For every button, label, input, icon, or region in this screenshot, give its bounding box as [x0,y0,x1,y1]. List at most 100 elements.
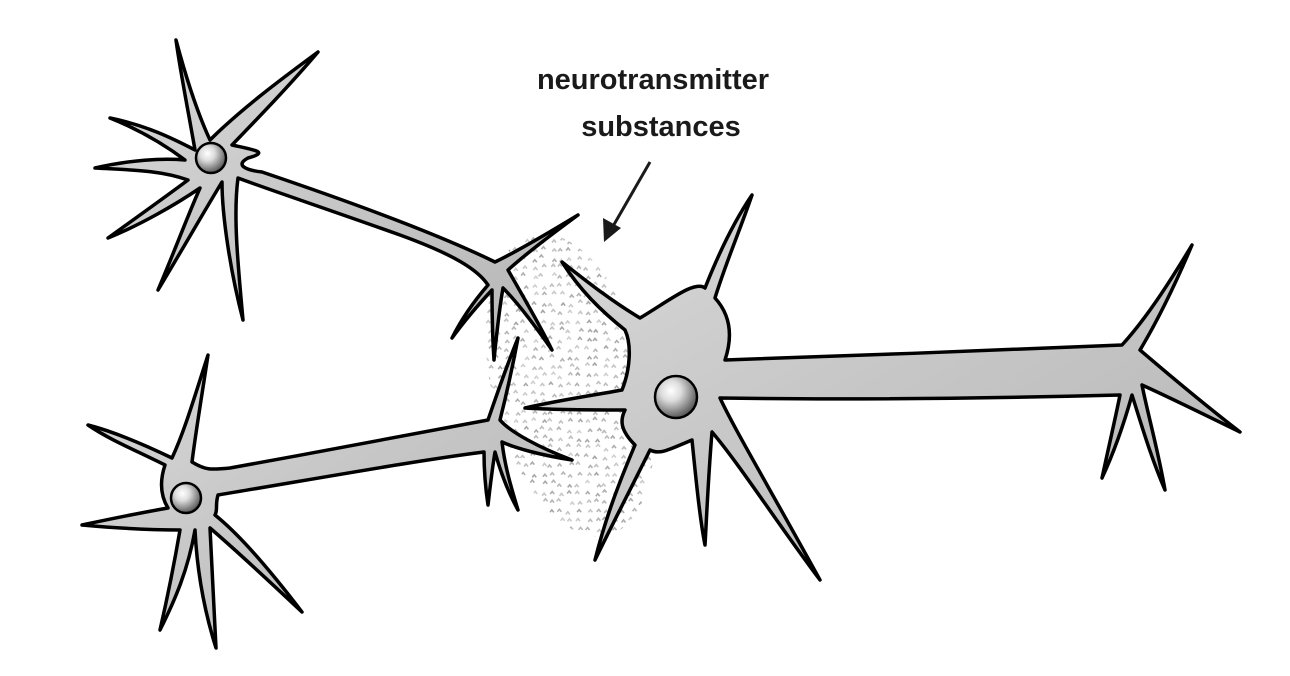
neurotransmitter-dot [532,409,538,414]
neurotransmitter-dot [595,380,602,385]
neurotransmitter-dot [568,434,574,440]
neurotransmitter-dot [639,479,645,484]
neurotransmitter-dot [596,528,602,533]
neurotransmitter-dot [539,227,545,232]
neurotransmitter-dot [648,492,654,497]
neurotransmitter-dot [658,499,664,505]
neurotransmitter-dot [550,321,556,326]
neurotransmitter-dot [610,291,616,296]
neurotransmitter-dot [548,381,554,386]
neurotransmitter-dot [533,526,539,532]
neurotransmitter-dot [574,366,580,371]
neurotransmitter-dot [479,329,485,335]
neurotransmitter-dot [610,255,616,260]
neurotransmitter-dot [557,247,563,252]
neurotransmitter-dot [493,215,499,218]
neurotransmitter-dot [587,427,593,433]
neurotransmitter-dot [575,517,581,522]
neurotransmitter-dot [632,276,638,281]
neurotransmitter-dot [654,290,661,296]
neurotransmitter-dot [549,471,555,476]
neurotransmitter-dot [538,356,545,361]
neurotransmitter-dot [479,489,485,494]
neurotransmitter-dot [476,228,482,233]
neurotransmitter-dot [568,525,574,531]
neurotransmitter-dot [613,384,620,389]
neurotransmitter-dot [531,366,538,371]
neurotransmitter-dot [551,393,558,398]
neurotransmitter-dot [559,528,565,533]
neurotransmitter-dot [622,353,628,358]
neurotransmitter-dot [592,246,598,251]
neurotransmitter-dot [548,437,554,442]
neurotransmitter-dot [502,229,508,234]
neurotransmitter-dot [520,271,526,277]
neurotransmitter-dot [532,212,536,215]
neurotransmitter-dot [623,348,629,353]
neurotransmitter-dot [647,302,653,307]
neurotransmitter-dot [648,264,655,269]
neurotransmitter-dot [495,479,501,485]
neurotransmitter-dot [595,443,601,448]
neurotransmitter-dot [542,371,548,376]
neurotransmitter-dot [475,470,482,475]
neurotransmitter-dot [577,255,583,260]
neurotransmitter-dot [533,398,539,403]
neurotransmitter-dot [549,508,555,513]
neurotransmitter-dot [542,411,548,416]
neurotransmitter-dot [612,281,618,286]
neurotransmitter-dot [602,254,608,259]
neurotransmitter-dot [657,218,663,223]
neurotransmitter-dot [601,283,607,288]
neurotransmitter-dot [656,273,662,278]
neurotransmitter-dot [555,219,562,224]
neurotransmitter-dot [547,443,553,448]
neurotransmitter-dot [583,536,589,542]
neurotransmitter-dot [496,528,502,533]
neurotransmitter-dot [486,212,490,215]
neurotransmitter-dot [504,312,510,317]
neurotransmitter-dot [595,257,601,262]
neurotransmitter-dot [556,282,562,287]
neurotransmitter-dot [596,273,602,278]
neurotransmitter-dot [533,291,540,296]
neurotransmitter-dot [475,371,481,376]
neurotransmitter-dot [586,355,593,360]
neuron-right [523,193,1242,582]
neurotransmitter-dot [623,292,629,297]
neurotransmitter-dot [657,236,663,242]
neurotransmitter-dot [628,497,634,502]
neurotransmitter-dot [612,472,618,477]
neurotransmitter-dot [551,290,557,295]
neurotransmitter-dot [593,497,600,503]
neurotransmitter-dot [550,537,556,542]
neurotransmitter-dot [531,354,537,359]
neurotransmitter-dot [596,508,602,513]
neurotransmitter-dot [650,464,656,469]
neurotransmitter-dot [567,356,573,361]
neurotransmitter-dot [585,275,591,280]
neurotransmitter-dot [505,247,511,252]
neurotransmitter-dot [574,490,580,495]
neurotransmitter-dot [574,236,580,241]
neurotransmitter-dot [587,328,593,333]
neurotransmitter-dot [567,473,573,478]
neurotransmitter-dot [542,480,548,485]
neurotransmitter-dot [497,365,503,370]
neurotransmitter-dot [567,391,574,396]
neurotransmitter-dot [610,273,616,278]
neurotransmitter-dot [584,526,591,531]
neurotransmitter-dot [550,308,556,313]
nucleus-top-left [194,141,228,175]
neurotransmitter-dot [567,371,574,376]
neurotransmitter-dot [475,353,481,358]
neurotransmitter-dot [577,533,584,538]
neurotransmitter-dot [560,236,566,241]
neurotransmitter-dot [521,215,527,217]
neurotransmitter-dot [649,481,656,486]
neurotransmitter-dot [632,211,636,214]
neurotransmitter-dot [655,455,661,460]
neurotransmitter-dot [520,408,527,414]
neurotransmitter-dot [541,462,548,467]
neurotransmitter-dot [576,429,582,434]
